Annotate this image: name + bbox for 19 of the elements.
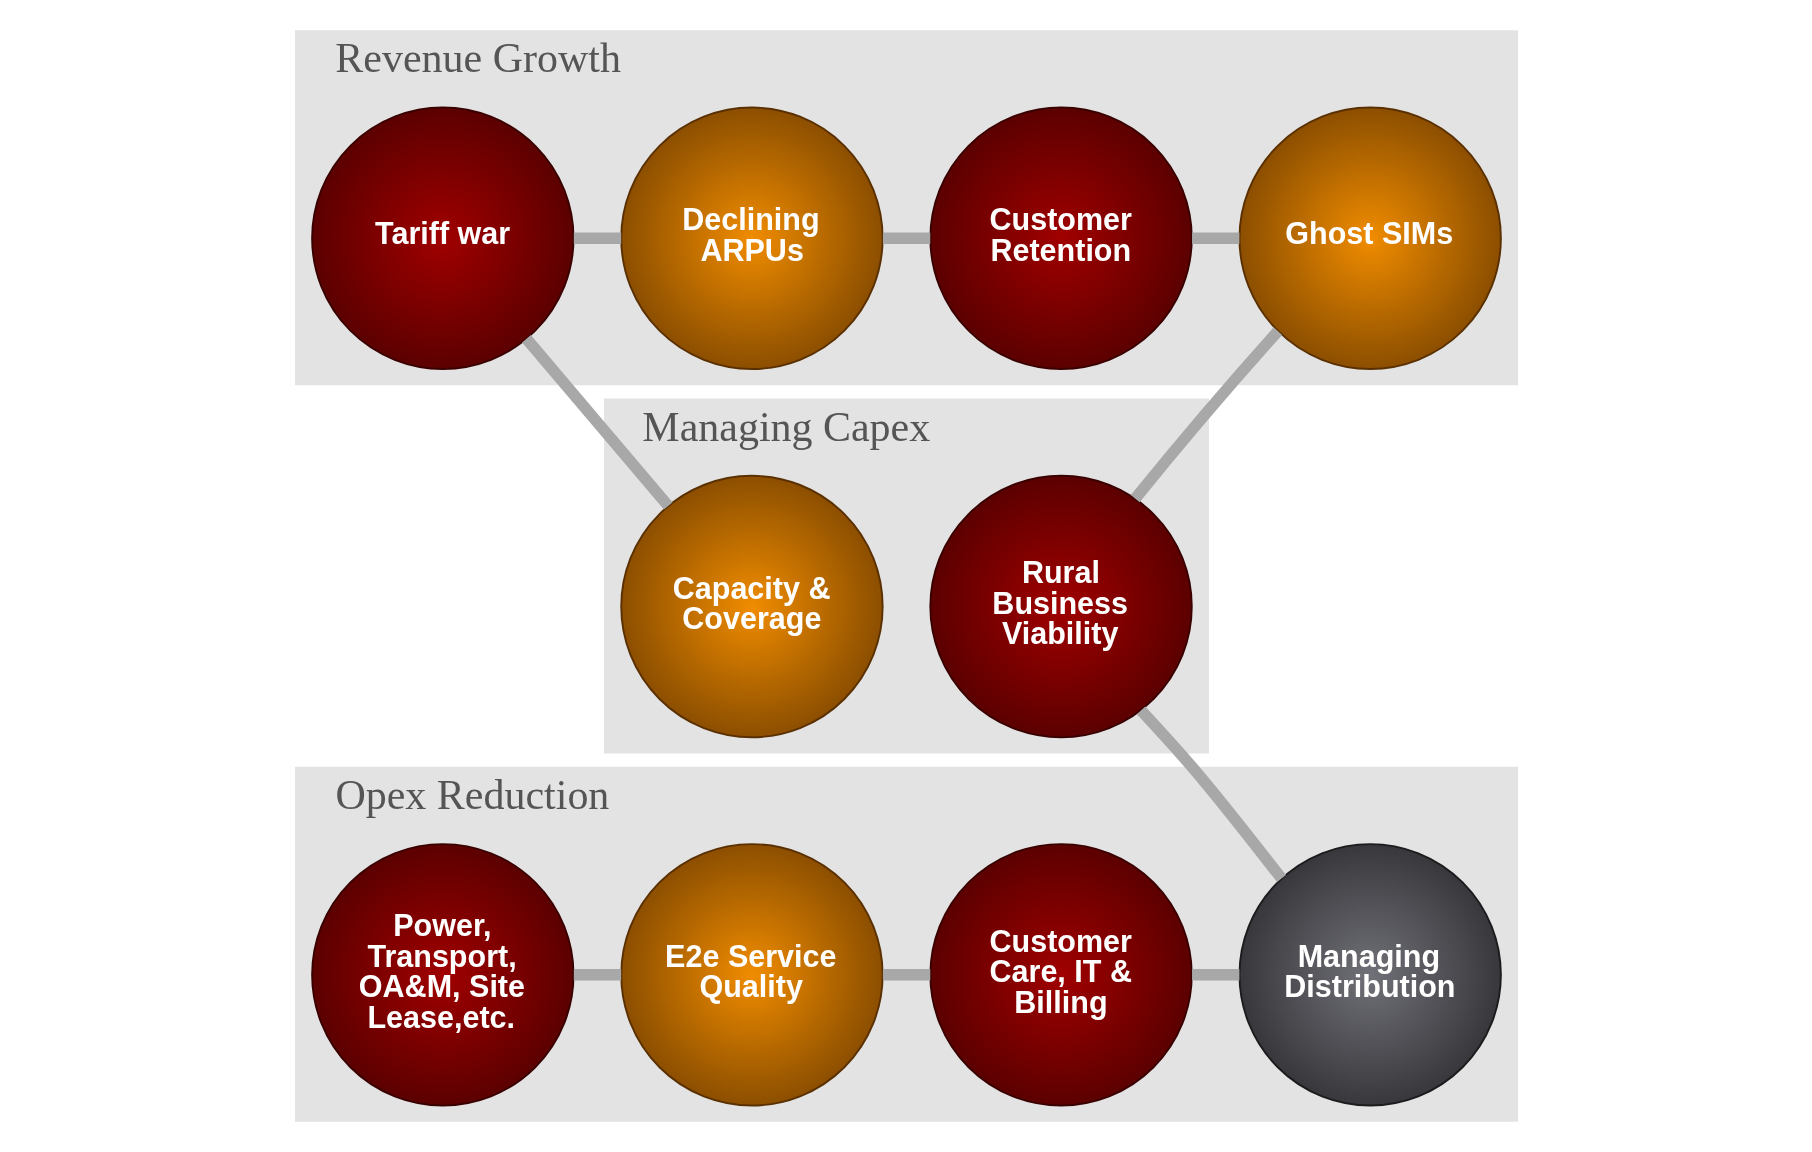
node-circle: Customer Care, IT & Billing (928, 843, 1193, 1107)
node-circle: E2e Service Quality (619, 843, 884, 1107)
node-circle: Tariff war (310, 106, 574, 370)
node-circle: Ghost SIMs (1238, 106, 1502, 370)
node-circle: Customer Retention (928, 106, 1193, 370)
connector (1130, 327, 1282, 503)
node-circle: Managing Distribution (1238, 843, 1502, 1107)
connector (882, 969, 930, 981)
connector (573, 232, 621, 244)
node-circle: Rural Business Viability (928, 474, 1193, 739)
connector (1136, 706, 1286, 883)
connector (882, 232, 930, 244)
connector (521, 335, 673, 510)
connector (1191, 969, 1239, 981)
connector (573, 969, 621, 981)
node-circle: Declining ARPUs (619, 106, 884, 370)
node-circle: Power, Transport, OA&M, Site Lease,etc. (310, 843, 574, 1107)
node-circle: Capacity & Coverage (619, 474, 884, 739)
connector (1191, 232, 1239, 244)
